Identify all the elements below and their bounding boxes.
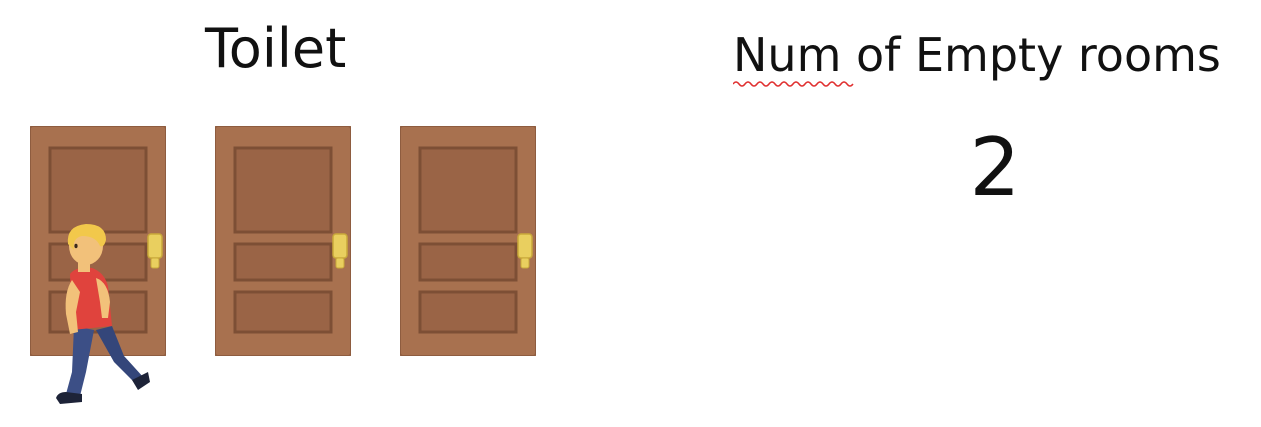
door-icon [400, 126, 536, 356]
person-walking [52, 222, 152, 408]
door-2[interactable] [215, 126, 351, 356]
door-icon [215, 126, 351, 356]
empty-rooms-label: Num of Empty rooms [733, 28, 1221, 82]
empty-rooms-count: 2 [969, 121, 1021, 214]
toilet-title: Toilet [205, 17, 347, 80]
person-walking-icon [56, 224, 150, 404]
spellcheck-underline [733, 81, 854, 87]
door-3[interactable] [400, 126, 536, 356]
